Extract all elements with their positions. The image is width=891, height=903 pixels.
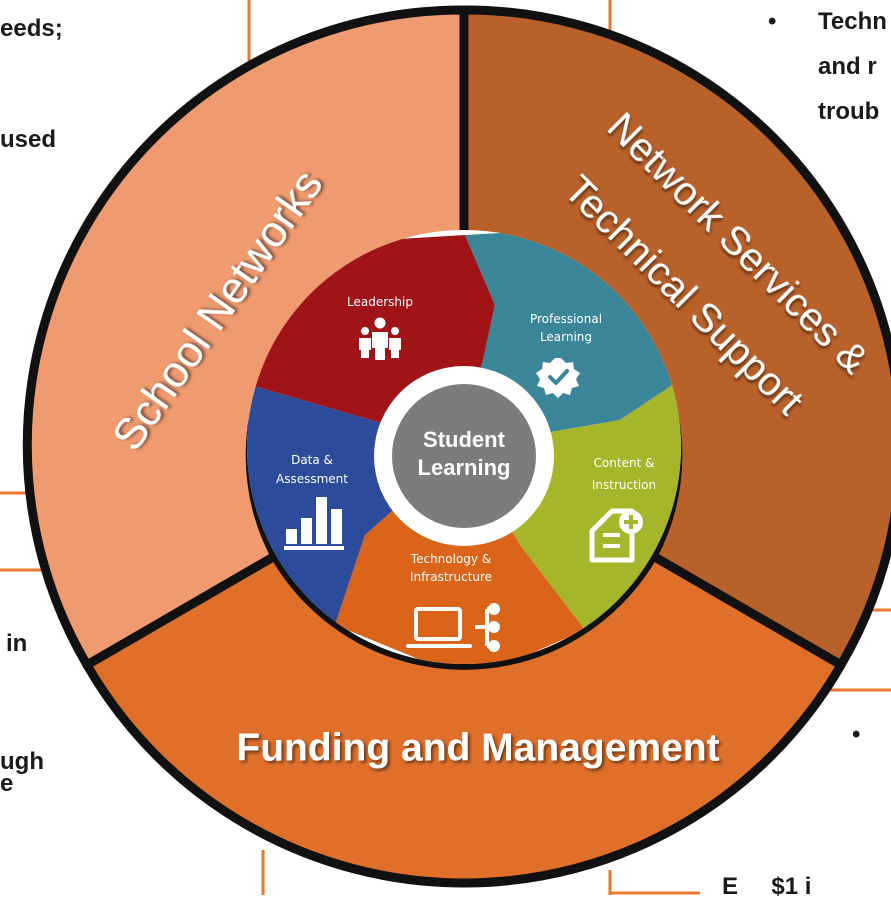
center-circle xyxy=(392,384,536,528)
right-fragment-2: and r xyxy=(818,53,877,80)
right-bullet-1: • xyxy=(768,8,777,35)
technology-infrastructure-label-line2: Infrastructure xyxy=(410,570,492,584)
center-label-line1: Student xyxy=(423,427,506,452)
data-assessment-label-line2: Assessment xyxy=(276,472,348,486)
left-fragment-3: in xyxy=(6,630,28,657)
technology-infrastructure-label-line1: Technology & xyxy=(410,552,491,566)
bar-chart-icon xyxy=(284,497,344,550)
right-fragment-1: Techn xyxy=(818,8,887,35)
center-label-line2: Learning xyxy=(418,455,511,480)
content-instruction-label-line2: Instruction xyxy=(592,478,656,492)
professional-learning-label-line2: Learning xyxy=(540,330,592,344)
technology-infrastructure-wedge xyxy=(335,447,585,664)
left-fragment-4: ugh xyxy=(0,748,44,775)
professional-learning-label-line1: Professional xyxy=(530,312,602,326)
funding-management-label: Funding and Management xyxy=(236,726,719,769)
leadership-label: Leadership xyxy=(347,295,413,309)
laptop-network-icon xyxy=(406,603,500,652)
left-fragment-2: used xyxy=(0,126,57,153)
data-assessment-label-line1: Data & xyxy=(291,453,333,467)
document-plus-icon xyxy=(589,508,643,563)
left-fragment-1: eeds; xyxy=(0,15,63,42)
content-instruction-label-line1: Content & xyxy=(594,456,655,470)
right-bullet-2: • xyxy=(852,721,861,748)
funding-management-segment xyxy=(82,551,846,888)
badge-check-icon xyxy=(536,358,580,398)
left-fragment-5: e xyxy=(0,770,14,797)
people-icon xyxy=(359,317,401,360)
right-fragment-3: troub xyxy=(818,98,880,125)
